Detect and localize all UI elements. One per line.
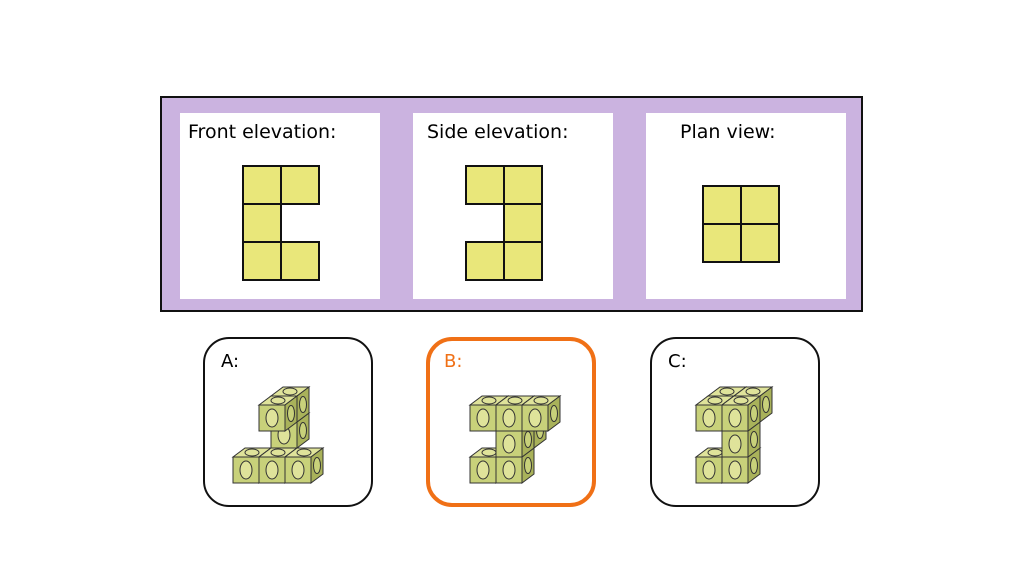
- plan-view-card: Plan view:: [646, 113, 846, 299]
- side-elevation-title: Side elevation:: [427, 121, 569, 143]
- side-elevation-card: Side elevation:: [413, 113, 613, 299]
- side-elevation-grid: [465, 165, 543, 281]
- linking-cube: [257, 395, 299, 432]
- linking-cube: [520, 395, 562, 432]
- linking-cube: [720, 395, 762, 432]
- plan-view-title: Plan view:: [680, 121, 776, 143]
- option-c-cube-model: [694, 386, 774, 484]
- option-c-card[interactable]: C:: [650, 337, 820, 507]
- option-a-card[interactable]: A:: [203, 337, 373, 507]
- option-b-cube-model: [468, 395, 562, 484]
- option-b-label: B:: [444, 351, 463, 372]
- plan-view-grid: [702, 185, 780, 263]
- option-a-label: A:: [221, 351, 240, 372]
- option-a-cube-model: [231, 386, 325, 484]
- option-c-label: C:: [668, 351, 687, 372]
- views-panel: Front elevation: Side elevation: Plan vi…: [160, 96, 863, 312]
- front-elevation-card: Front elevation:: [180, 113, 380, 299]
- front-elevation-title: Front elevation:: [188, 121, 337, 143]
- linking-cube: [283, 447, 325, 484]
- option-b-card[interactable]: B:: [426, 337, 596, 507]
- front-elevation-grid: [242, 165, 320, 281]
